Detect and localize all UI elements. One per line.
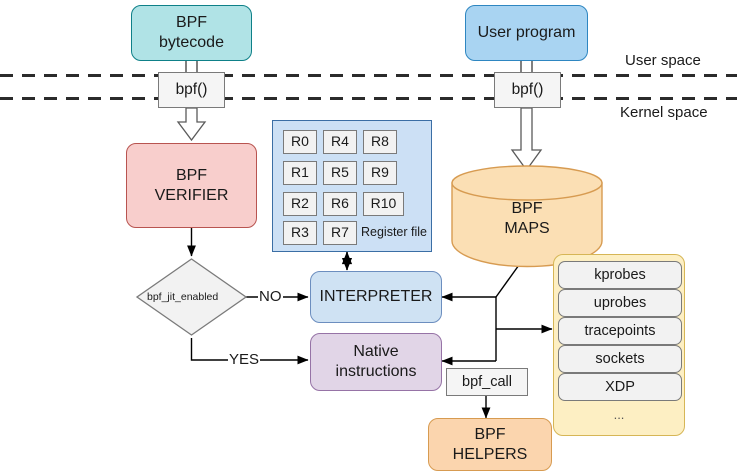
node-bpf-helpers[interactable]: BPF HELPERS: [428, 418, 552, 471]
bpf-maps-cylinder: [451, 165, 603, 268]
hook-item-sockets[interactable]: sockets: [558, 345, 682, 373]
syscall-right-label: bpf(): [511, 80, 544, 98]
hook-item-tracepoints[interactable]: tracepoints: [558, 317, 682, 345]
block-arrow-syscall-to-verifier: [176, 107, 207, 142]
register-r2: R2: [283, 192, 317, 216]
register-r8: R8: [363, 130, 397, 154]
bpf-bytecode-line1: BPF: [175, 14, 208, 32]
bpf-verifier-line1: BPF: [175, 166, 208, 184]
bpf-helpers-line2: HELPERS: [452, 445, 528, 463]
edge-label-no: NO: [258, 288, 283, 305]
bpf-maps-line2: MAPS: [504, 220, 550, 237]
register-r6: R6: [323, 192, 357, 216]
block-arrow-syscall-to-maps: [510, 107, 543, 172]
node-native-instructions[interactable]: Native instructions: [310, 333, 442, 391]
register-file-label: Register file: [361, 225, 427, 239]
node-user-program[interactable]: User program: [465, 5, 588, 61]
bpf-helpers-line1: BPF: [474, 425, 506, 443]
node-syscall-left[interactable]: bpf(): [158, 72, 225, 108]
register-r7: R7: [323, 221, 357, 245]
user-kernel-boundary: [0, 74, 737, 100]
node-register-file: R0 R1 R2 R3 R4 R5 R6 R7 R8 R9 R10 Regist…: [272, 120, 432, 252]
node-bpf-maps[interactable]: BPF MAPS: [452, 190, 602, 248]
decision-label: bpf_jit_enabled: [147, 291, 219, 303]
hook-item-kprobes[interactable]: kprobes: [558, 261, 682, 289]
hook-item-uprobes[interactable]: uprobes: [558, 289, 682, 317]
hook-item-xdp[interactable]: XDP: [558, 373, 682, 401]
user-program-label: User program: [477, 24, 576, 42]
connector-decision-yes-to-native: [190, 338, 309, 365]
node-interpreter[interactable]: INTERPRETER: [310, 271, 442, 323]
hook-item-more[interactable]: ...: [613, 406, 625, 422]
decision-diamond: [135, 258, 248, 336]
syscall-left-label: bpf(): [175, 80, 208, 98]
connector-hooks-bus: [441, 250, 553, 366]
register-r9: R9: [363, 161, 397, 185]
bpf-bytecode-line2: bytecode: [159, 34, 224, 51]
register-r5: R5: [323, 161, 357, 185]
node-bpf-bytecode[interactable]: BPF bytecode: [131, 5, 252, 61]
register-r3: R3: [283, 221, 317, 245]
node-syscall-right[interactable]: bpf(): [494, 72, 561, 108]
native-line1: Native: [353, 343, 399, 361]
register-r1: R1: [283, 161, 317, 185]
bpf-maps-line1: BPF: [511, 200, 543, 218]
register-r10: R10: [363, 192, 404, 216]
node-bpf-verifier[interactable]: BPF VERIFIER: [126, 143, 257, 228]
edge-label-yes: YES: [228, 351, 261, 368]
user-space-label: User space: [625, 52, 701, 69]
register-r4: R4: [323, 130, 357, 154]
bpf-verifier-line2: VERIFIER: [154, 186, 229, 204]
kernel-space-label: Kernel space: [620, 104, 708, 121]
node-bpf-call[interactable]: bpf_call: [446, 368, 528, 396]
interpreter-label: INTERPRETER: [319, 288, 433, 306]
register-r0: R0: [283, 130, 317, 154]
native-line2: instructions: [335, 363, 417, 380]
hooks-container: kprobes uprobes tracepoints sockets XDP …: [553, 254, 685, 436]
